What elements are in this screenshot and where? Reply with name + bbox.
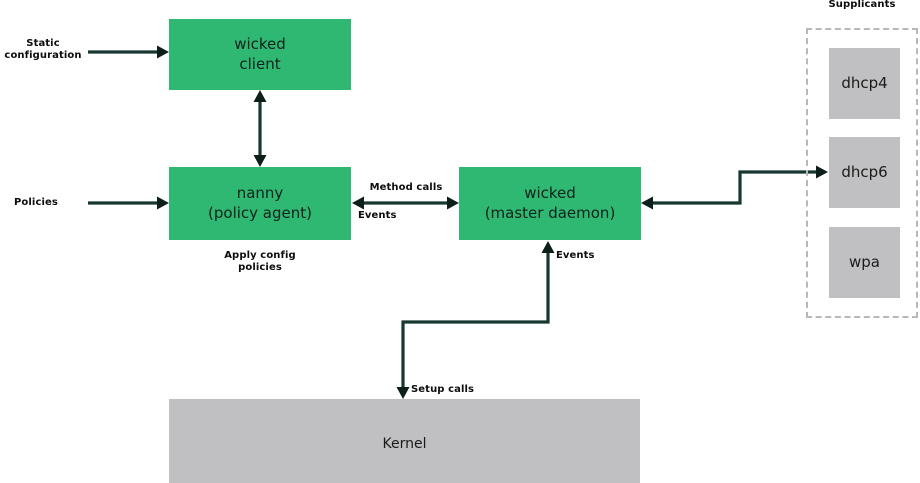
wire-static-config-to-wicked-client: [88, 45, 169, 59]
kernel-label: Kernel: [382, 436, 427, 452]
label-policies: Policies: [14, 197, 58, 208]
supplicant-dhcp6[interactable]: dhcp6: [829, 137, 900, 208]
component-nanny[interactable]: nanny (policy agent): [169, 167, 351, 240]
component-wicked-client[interactable]: wicked client: [169, 19, 351, 90]
wire-wicked-client-to-nanny: [253, 90, 267, 167]
supplicant-wpa[interactable]: wpa: [829, 227, 900, 298]
label-setup-calls: Setup calls: [411, 384, 475, 395]
supplicant-dhcp4[interactable]: dhcp4: [829, 48, 900, 119]
label-static-configuration: Static configuration: [4, 38, 82, 62]
supplicants-group-frame: [806, 28, 918, 318]
wicked-master-label-line2: (master daemon): [484, 203, 616, 222]
component-kernel[interactable]: Kernel: [169, 399, 640, 483]
wicked-client-label-line2: client: [239, 54, 281, 73]
nanny-label-line1: nanny: [236, 183, 284, 202]
wire-wicked-master-to-kernel: [396, 241, 555, 399]
supplicant-wpa-label: wpa: [849, 252, 880, 271]
wicked-master-label-line1: wicked: [524, 183, 576, 202]
wire-policies-to-nanny: [88, 196, 169, 210]
label-events-horizontal: Events: [358, 210, 397, 221]
label-method-calls: Method calls: [369, 182, 443, 193]
supplicants-group-label: Supplicants: [828, 0, 896, 10]
component-wicked-master-daemon[interactable]: wicked (master daemon): [459, 167, 641, 240]
supplicant-dhcp6-label: dhcp6: [841, 162, 888, 181]
label-apply-config-policies: Apply config policies: [224, 250, 296, 274]
wicked-client-label-line1: wicked: [234, 34, 286, 53]
wire-nanny-to-wicked-master: [352, 196, 459, 210]
label-events-vertical: Events: [556, 250, 595, 261]
wire-wicked-master-to-dhcp6: [641, 165, 828, 210]
nanny-label-line2: (policy agent): [208, 203, 312, 222]
supplicant-dhcp4-label: dhcp4: [841, 73, 888, 92]
